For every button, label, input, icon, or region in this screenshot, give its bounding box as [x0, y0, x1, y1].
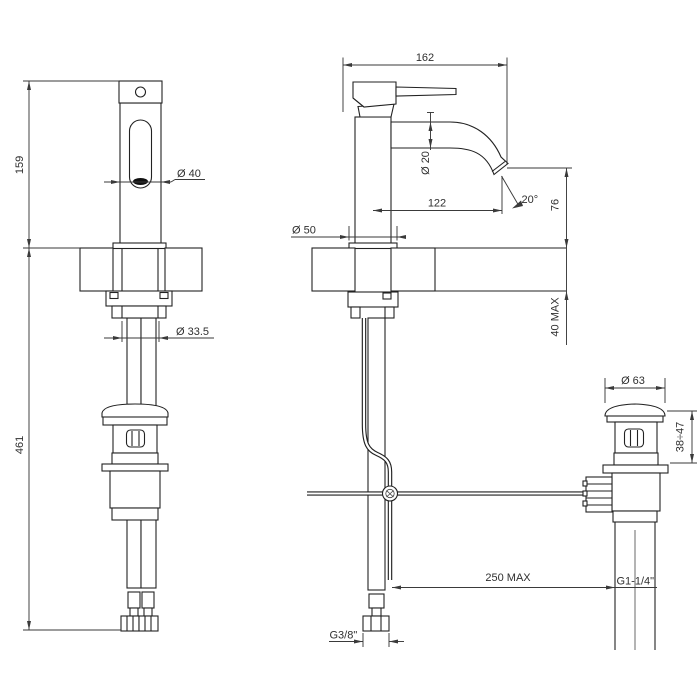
dim-label-20dia: Ø 20: [420, 151, 432, 175]
faucet-side: [348, 81, 509, 250]
faucet-front: [112, 80, 167, 250]
supply-hose-side: [367, 317, 386, 617]
dim-base-diameter: Ø 50: [291, 225, 406, 241]
mounting-front: [105, 290, 173, 319]
dim-label-20deg: 20°: [522, 194, 539, 206]
lever-slot-shadow: [133, 178, 148, 185]
dim-height-159: 159 461: [14, 80, 121, 631]
rod-gland-nut: [582, 476, 613, 513]
dim-body-diameter: Ø 40: [104, 168, 205, 184]
dim-label-461: 461: [14, 436, 26, 454]
deck-side: [311, 247, 567, 292]
dim-outlet-height: 76 40 MAX: [507, 167, 572, 345]
popup-waste-front: [101, 403, 169, 521]
dim-label-38-47: 38÷47: [675, 422, 687, 453]
dim-spout-diameter: Ø 20: [420, 112, 434, 175]
dim-label-76: 76: [550, 199, 562, 211]
hose-nuts-front: [120, 615, 159, 632]
front-view: [79, 80, 203, 632]
handle-screw-front: [134, 86, 147, 98]
dim-label-50: Ø 50: [292, 225, 316, 237]
dim-shank-diameter: Ø 33.5: [104, 321, 214, 342]
dim-label-40max: 40 MAX: [550, 297, 562, 337]
dim-label-159: 159: [14, 156, 26, 174]
waste-plug-dome: [604, 403, 666, 417]
dim-label-122: 122: [428, 198, 446, 210]
dim-label-33-5: Ø 33.5: [176, 326, 209, 338]
popup-rod-side: [307, 318, 586, 580]
dim-spout-reach: 122: [373, 176, 503, 214]
hose-nut-side: [362, 615, 390, 632]
dimensions: 159 461 Ø 40 Ø 33.5 162: [14, 52, 697, 647]
handle-lever-side: [395, 86, 457, 97]
dim-label-250max: 250 MAX: [485, 572, 531, 584]
dim-plug-diameter: Ø 63: [604, 375, 666, 403]
dim-overall-depth: 162: [342, 52, 508, 164]
side-view: [307, 81, 586, 632]
waste-tailpipe: [614, 522, 656, 650]
deck-front: [79, 247, 203, 292]
dim-label-g114: G1-1/4": [617, 576, 655, 588]
spout-side: [390, 121, 509, 176]
dim-waste-height-range: 38÷47: [667, 410, 697, 464]
dim-label-40: Ø 40: [177, 168, 201, 180]
waste-side-view: [582, 403, 669, 650]
mounting-side: [347, 291, 399, 319]
handle-body-side: [352, 81, 397, 108]
dim-rod-reach: 250 MAX G1-1/4": [392, 572, 657, 590]
dim-outlet-angle: 20°: [501, 175, 539, 209]
dim-label-g38: G3/8": [330, 630, 358, 642]
dim-label-162: 162: [416, 52, 434, 64]
dim-label-63: Ø 63: [621, 375, 645, 387]
dim-supply-thread: G3/8": [329, 630, 404, 647]
